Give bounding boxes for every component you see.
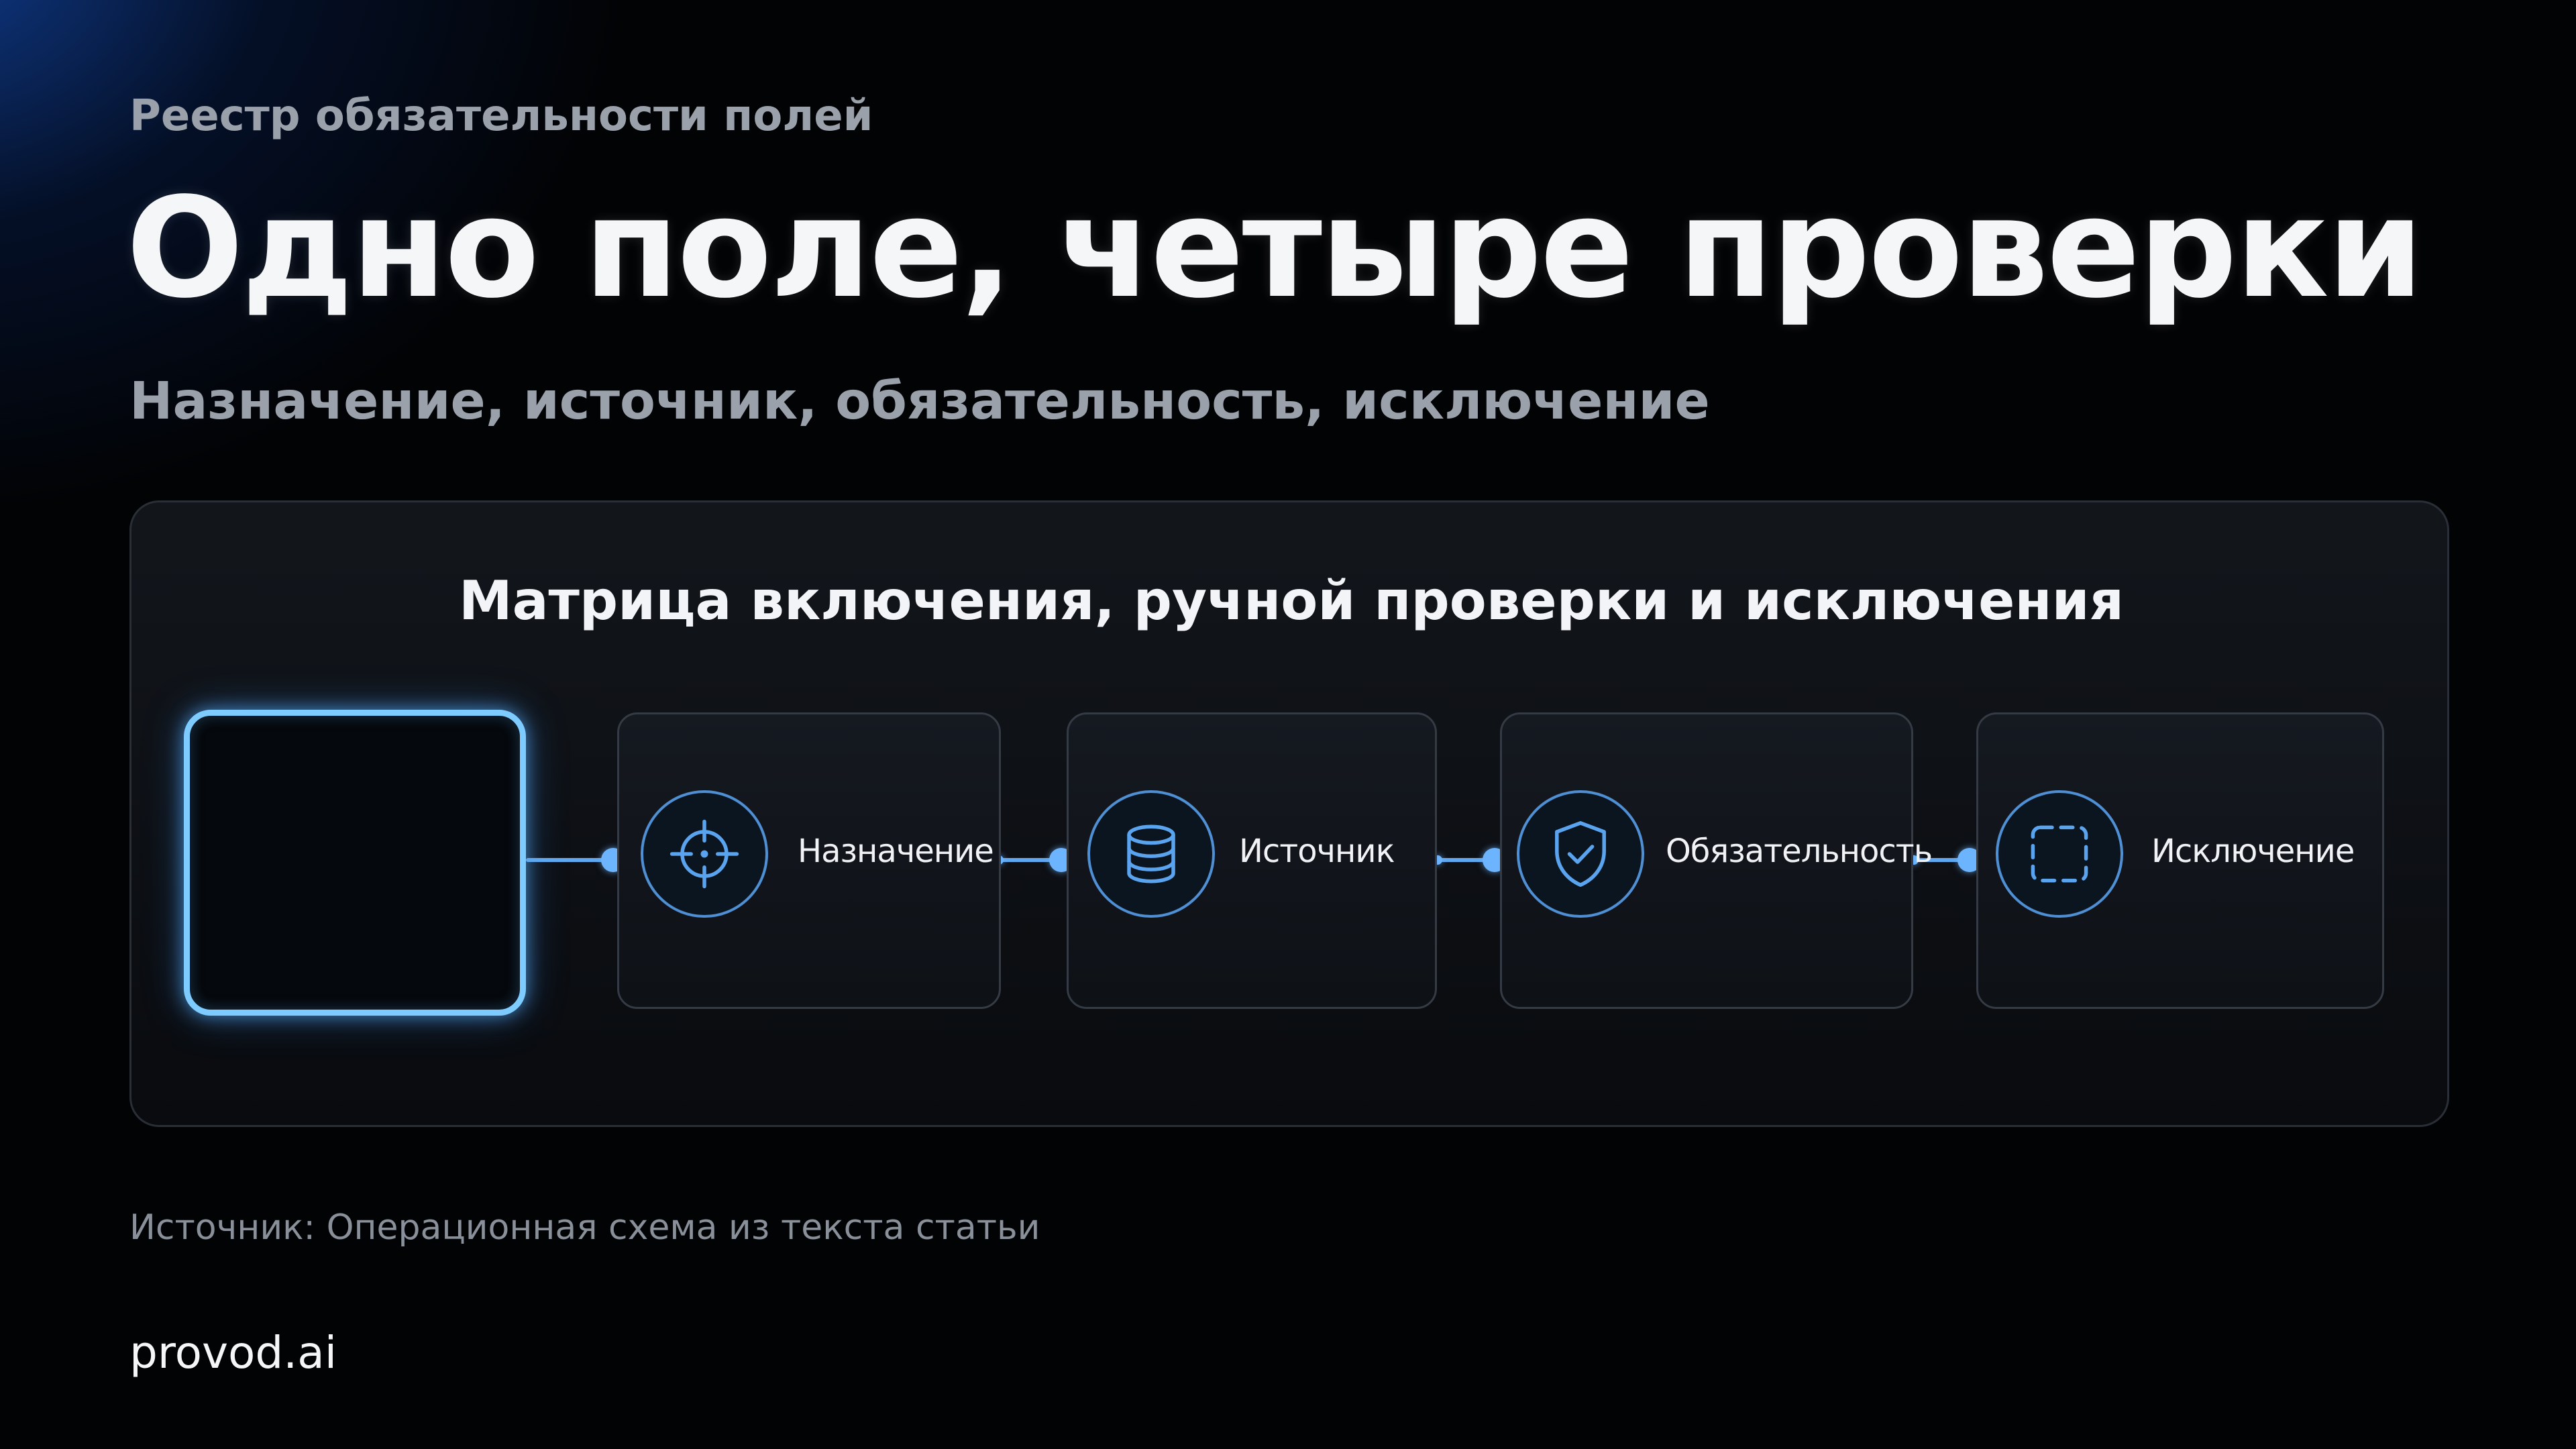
- database-icon: [1087, 790, 1215, 918]
- step-card-purpose: Назначение: [617, 712, 1001, 1009]
- diagram-title: Матрица включения, ручной проверки и иск…: [458, 570, 2125, 632]
- connector-line: [526, 858, 613, 862]
- connector-line: [1437, 858, 1496, 862]
- step-card-required: Обязательность: [1500, 712, 1933, 1009]
- page-title: Одно поле, четыре проверки: [126, 168, 2424, 329]
- step-label: Обязательность: [1666, 833, 1933, 870]
- shield-check-icon: [1517, 790, 1644, 918]
- field-node: [184, 710, 526, 1016]
- page-subtitle: Назначение, источник, обязательность, ис…: [129, 372, 1710, 431]
- step-card-exclusion: Исключение: [1976, 712, 2384, 1009]
- dashed-square-icon: [1996, 790, 2123, 918]
- step-label: Назначение: [798, 833, 994, 870]
- brand-logo: provod.ai: [129, 1327, 337, 1379]
- connector-line: [998, 858, 1065, 862]
- crosshair-icon: [641, 790, 768, 918]
- step-label: Исключение: [2151, 833, 2355, 870]
- source-note: Источник: Операционная схема из текста с…: [129, 1208, 1040, 1248]
- step-label: Источник: [1239, 833, 1395, 870]
- step-card-source: Источник: [1067, 712, 1437, 1009]
- kicker-label: Реестр обязательности полей: [129, 91, 873, 141]
- connector-line: [1913, 858, 1972, 862]
